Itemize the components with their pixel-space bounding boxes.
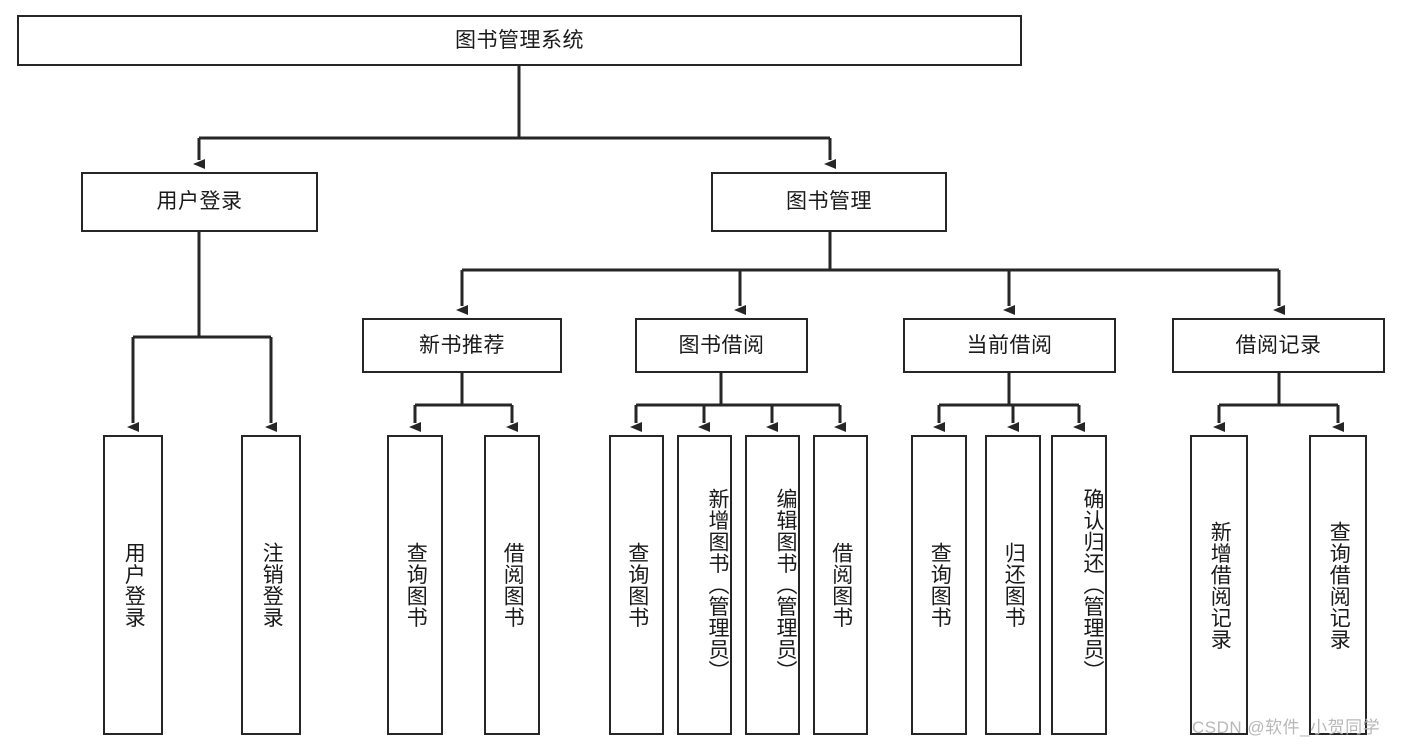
node-leaf-13[interactable]: 查询借阅记录 — [1309, 435, 1367, 735]
node-leaf-10[interactable]: 归还图书 — [985, 435, 1041, 735]
node-level1-1[interactable]: 用户登录 — [81, 172, 318, 232]
node-leaf-8[interactable]: 借阅图书 — [813, 435, 868, 735]
node-leaf-2[interactable]: 注销登录 — [241, 435, 301, 735]
node-level2-2[interactable]: 图书借阅 — [635, 318, 808, 373]
node-level2-1[interactable]: 新书推荐 — [362, 318, 562, 373]
node-leaf-5[interactable]: 查询图书 — [609, 435, 664, 735]
node-leaf-3[interactable]: 查询图书 — [387, 435, 443, 735]
node-leaf-11[interactable]: 确认归还（管理员） — [1051, 435, 1107, 735]
node-level2-3[interactable]: 当前借阅 — [903, 318, 1116, 373]
node-root-system[interactable]: 图书管理系统 — [17, 15, 1022, 66]
node-level2-4[interactable]: 借阅记录 — [1172, 318, 1385, 373]
node-leaf-7[interactable]: 编辑图书（管理员） — [745, 435, 800, 735]
node-leaf-1[interactable]: 用户登录 — [103, 435, 163, 735]
node-level1-2[interactable]: 图书管理 — [711, 172, 947, 232]
node-leaf-9[interactable]: 查询图书 — [911, 435, 967, 735]
node-leaf-12[interactable]: 新增借阅记录 — [1190, 435, 1248, 735]
node-leaf-4[interactable]: 借阅图书 — [484, 435, 540, 735]
csdn-watermark: CSDN @软件_小贺同学 — [1192, 718, 1381, 737]
node-leaf-6[interactable]: 新增图书（管理员） — [677, 435, 732, 735]
